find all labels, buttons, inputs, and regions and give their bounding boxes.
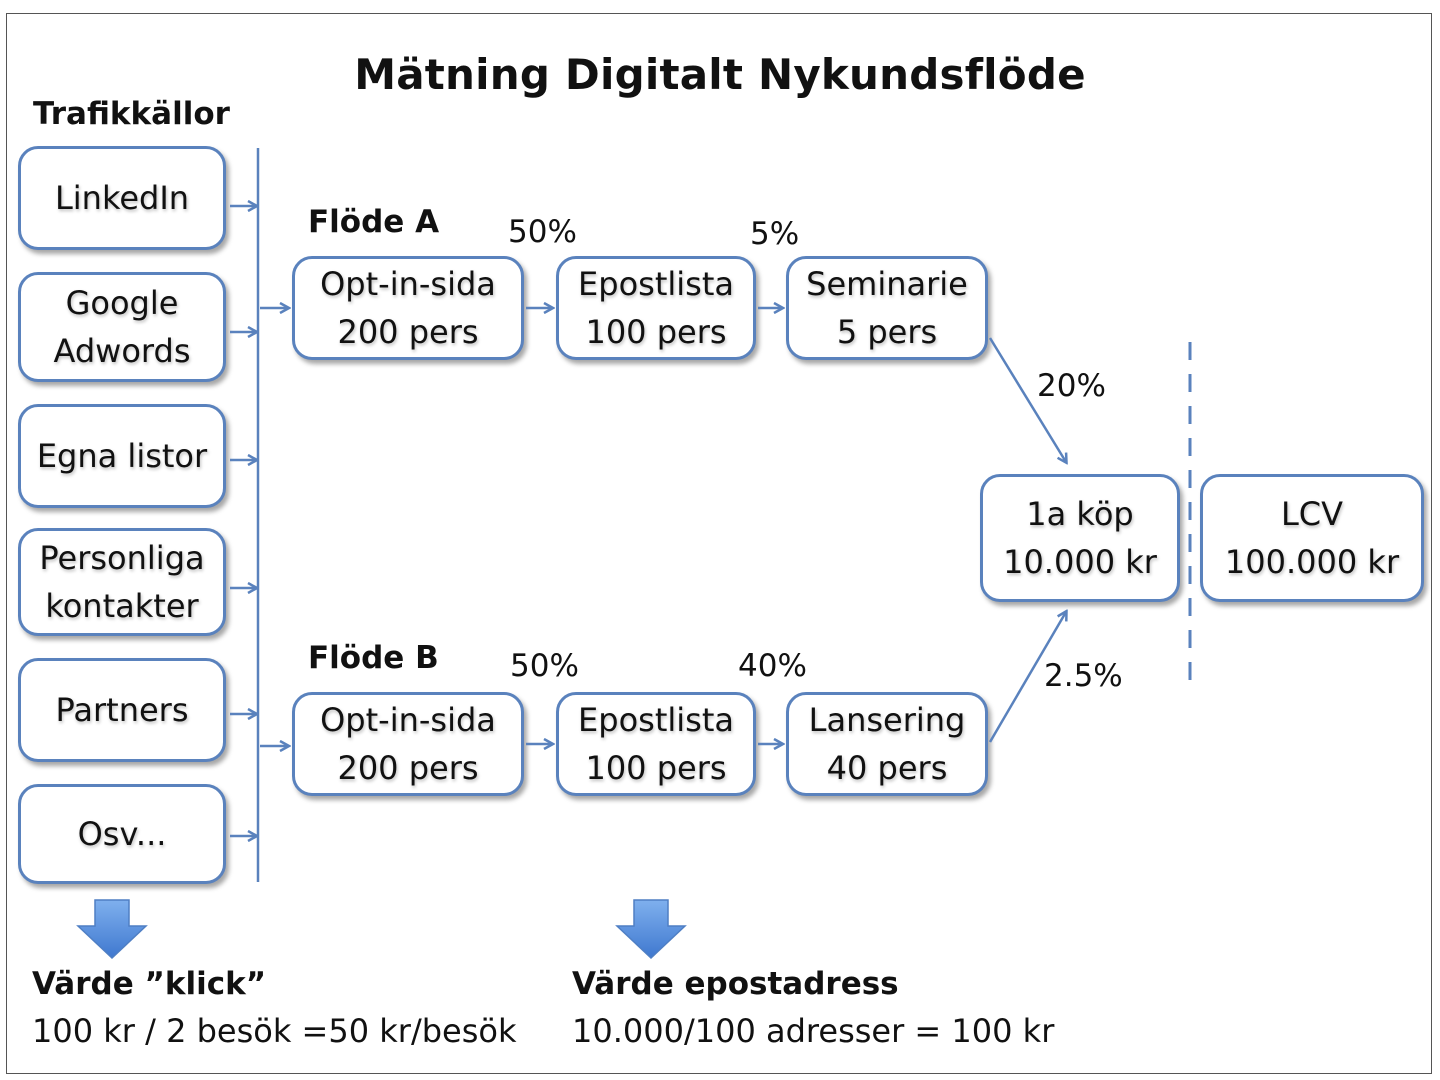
source-label: Personliga bbox=[39, 539, 205, 577]
value-click-heading: Värde ”klick” bbox=[32, 966, 267, 1002]
lcv-label: LCV bbox=[1280, 495, 1344, 533]
flow-a-rate-1: 50% bbox=[508, 214, 577, 250]
flow-b-rate-3: 2.5% bbox=[1044, 658, 1123, 694]
flow-a-seminarie-box: Seminarie 5 pers bbox=[786, 256, 988, 360]
flow-a-label: Flöde A bbox=[308, 204, 440, 240]
value-click-text: 100 kr / 2 besök =50 kr/besök bbox=[32, 1012, 517, 1050]
source-box-osv: Osv... bbox=[18, 784, 226, 884]
lcv-box: LCV 100.000 kr bbox=[1200, 474, 1424, 602]
step-count: 40 pers bbox=[826, 749, 948, 787]
step-label: Opt-in-sida bbox=[320, 265, 496, 303]
source-label: Osv... bbox=[77, 815, 167, 853]
source-label: kontakter bbox=[45, 587, 199, 625]
flow-b-rate-1: 50% bbox=[510, 648, 579, 684]
flow-b-optin-box: Opt-in-sida 200 pers bbox=[292, 692, 524, 796]
source-box-linkedin: LinkedIn bbox=[18, 146, 226, 250]
source-box-personliga-kontakter: Personliga kontakter bbox=[18, 528, 226, 636]
flow-b-epostlista-box: Epostlista 100 pers bbox=[556, 692, 756, 796]
step-label: Seminarie bbox=[806, 265, 968, 303]
step-label: Epostlista bbox=[578, 701, 734, 739]
source-label: Google bbox=[65, 284, 179, 322]
source-label: Partners bbox=[55, 691, 189, 729]
step-count: 200 pers bbox=[337, 313, 479, 351]
flow-b-rate-2: 40% bbox=[738, 648, 807, 684]
step-label: Lansering bbox=[808, 701, 966, 739]
step-label: Opt-in-sida bbox=[320, 701, 496, 739]
flow-a-rate-3: 20% bbox=[1037, 368, 1106, 404]
step-count: 100 pers bbox=[585, 749, 727, 787]
source-label: Adwords bbox=[53, 332, 191, 370]
flow-a-optin-box: Opt-in-sida 200 pers bbox=[292, 256, 524, 360]
step-count: 200 pers bbox=[337, 749, 479, 787]
flow-a-rate-2: 5% bbox=[750, 216, 800, 252]
first-purchase-box: 1a köp 10.000 kr bbox=[980, 474, 1180, 602]
source-box-egna-listor: Egna listor bbox=[18, 404, 226, 508]
flow-a-epostlista-box: Epostlista 100 pers bbox=[556, 256, 756, 360]
purchase-value: 10.000 kr bbox=[1003, 543, 1157, 581]
source-box-google-adwords: Google Adwords bbox=[18, 272, 226, 382]
step-label: Epostlista bbox=[578, 265, 734, 303]
lcv-value: 100.000 kr bbox=[1224, 543, 1400, 581]
purchase-label: 1a köp bbox=[1026, 495, 1134, 533]
diagram-frame bbox=[6, 13, 1432, 1074]
flow-b-lansering-box: Lansering 40 pers bbox=[786, 692, 988, 796]
flow-b-label: Flöde B bbox=[308, 640, 439, 676]
source-label: Egna listor bbox=[36, 437, 208, 475]
page-title: Mätning Digitalt Nykundsflöde bbox=[354, 50, 1086, 99]
value-email-text: 10.000/100 adresser = 100 kr bbox=[572, 1012, 1055, 1050]
source-box-partners: Partners bbox=[18, 658, 226, 762]
sources-heading: Trafikkällor bbox=[33, 96, 230, 132]
step-count: 100 pers bbox=[585, 313, 727, 351]
source-label: LinkedIn bbox=[54, 179, 190, 217]
step-count: 5 pers bbox=[836, 313, 938, 351]
value-email-heading: Värde epostadress bbox=[572, 966, 899, 1002]
